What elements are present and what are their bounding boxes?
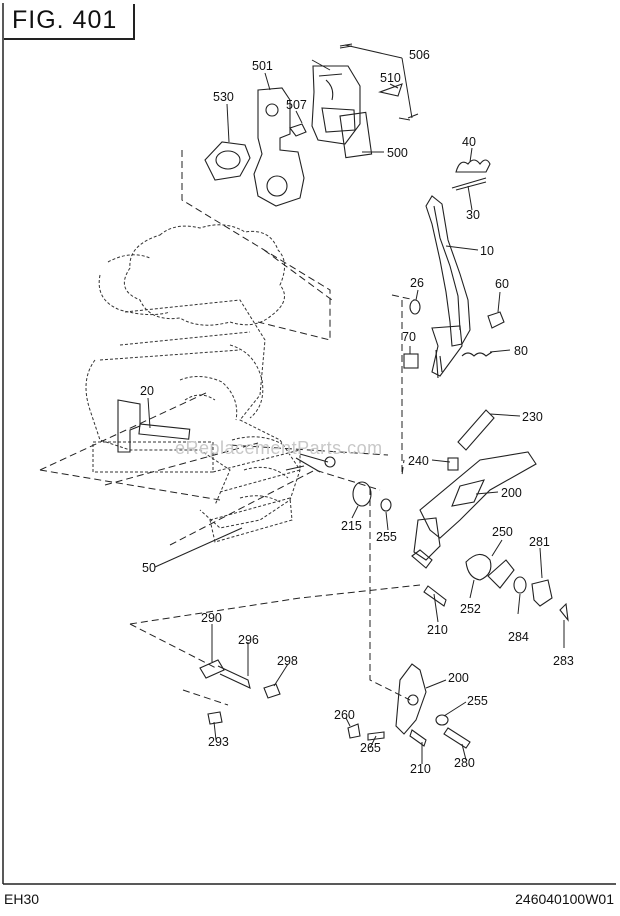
part-label-210-upper: 210 [427, 623, 448, 637]
leader-lines [147, 44, 565, 764]
engine-block [85, 224, 301, 543]
part-label-265: 265 [360, 741, 381, 755]
part-label-80: 80 [514, 344, 528, 358]
governor-lever [403, 159, 505, 379]
part-label-298: 298 [277, 654, 298, 668]
part-label-20: 20 [140, 384, 154, 398]
part-label-260: 260 [334, 708, 355, 722]
part-label-200-lower: 200 [448, 671, 469, 685]
part-label-252: 252 [460, 602, 481, 616]
part-labels: 506 501 510 530 507 500 40 30 10 26 60 7… [140, 48, 574, 776]
part-label-10: 10 [480, 244, 494, 258]
part-label-70: 70 [402, 330, 416, 344]
part-label-40: 40 [462, 135, 476, 149]
footer-code: 246040100W01 [515, 891, 614, 907]
part-label-210-lower: 210 [410, 762, 431, 776]
part-label-283: 283 [553, 654, 574, 668]
throttle-lever-assembly [352, 409, 569, 622]
part-label-280: 280 [454, 756, 475, 770]
part-label-500: 500 [387, 146, 408, 160]
part-label-501: 501 [252, 59, 273, 73]
part-label-60: 60 [495, 277, 509, 291]
part-label-26: 26 [410, 276, 424, 290]
part-label-507: 507 [286, 98, 307, 112]
part-label-281: 281 [529, 535, 550, 549]
part-label-255-lower: 255 [467, 694, 488, 708]
lower-bracket-assembly [199, 659, 471, 749]
figure-title: FIG. 401 [4, 4, 136, 40]
part-label-240: 240 [408, 454, 429, 468]
part-20-shaft [117, 399, 336, 473]
part-label-530: 530 [213, 90, 234, 104]
part-label-230: 230 [522, 410, 543, 424]
part-label-506: 506 [409, 48, 430, 62]
part-label-200-upper: 200 [501, 486, 522, 500]
part-label-296: 296 [238, 633, 259, 647]
part-label-215: 215 [341, 519, 362, 533]
part-label-250: 250 [492, 525, 513, 539]
part-label-510: 510 [380, 71, 401, 85]
cover-assembly [204, 43, 419, 207]
part-label-290: 290 [201, 611, 222, 625]
footer-model: EH30 [4, 891, 40, 907]
part-label-255-upper: 255 [376, 530, 397, 544]
part-label-284: 284 [508, 630, 529, 644]
part-label-293: 293 [208, 735, 229, 749]
part-label-30: 30 [466, 208, 480, 222]
part-label-50: 50 [142, 561, 156, 575]
watermark-text: eReplacementParts.com [175, 438, 383, 458]
